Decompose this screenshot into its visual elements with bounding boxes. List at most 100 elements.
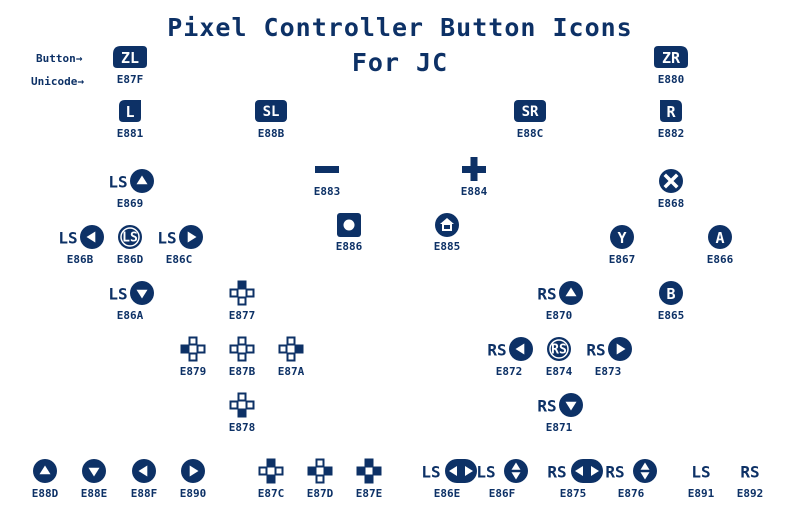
- icon-entry-plus: E884: [439, 154, 509, 200]
- r-bumper-icon: R: [660, 100, 682, 122]
- unicode-label: E892: [736, 487, 764, 500]
- stick-label: LS: [691, 463, 710, 482]
- page-subtitle: For JC: [351, 48, 449, 77]
- unicode-label: E874: [545, 365, 573, 378]
- unicode-label: E88B: [257, 127, 285, 140]
- dpad-all-icon: [356, 458, 382, 484]
- dpad-down-square: [237, 296, 247, 306]
- stick-label: RS: [547, 463, 566, 482]
- x-mark: [663, 173, 679, 189]
- dpad-up-square: [286, 336, 296, 346]
- left-stick-right-icon: LS: [157, 225, 203, 249]
- dpad-left-square: [229, 344, 239, 354]
- unicode-label: E86F: [488, 487, 516, 500]
- legend-unicode-label: Unicode→: [31, 75, 84, 88]
- unicode-label: E88F: [130, 487, 158, 500]
- capture-button-icon: [337, 213, 361, 237]
- unicode-label: E876: [617, 487, 645, 500]
- button-label: A: [715, 229, 724, 247]
- dpad-left-square: [278, 344, 288, 354]
- left-stick-left-right-icon: LS: [421, 459, 477, 483]
- trigger-shape: [654, 46, 688, 68]
- unicode-label: E87C: [257, 487, 285, 500]
- stick-capsule: [445, 459, 477, 483]
- unicode-label: E87D: [306, 487, 334, 500]
- dpad-left-square: [258, 466, 268, 476]
- button-shape: [514, 100, 546, 122]
- unicode-label: E865: [657, 309, 685, 322]
- icon-entry-rs-click: RS E874: [524, 334, 594, 380]
- plus-button-icon: [462, 157, 486, 181]
- stick-label: RS: [740, 463, 759, 482]
- button-label: R: [666, 103, 676, 121]
- l-bumper-icon: L: [119, 100, 141, 122]
- icon-entry-x: E868: [636, 166, 706, 212]
- dpad-down-square: [266, 474, 276, 484]
- left-stick-up-down-icon: LS: [476, 459, 528, 483]
- dpad-left-icon: [180, 336, 206, 362]
- stick-label: RS: [537, 285, 556, 304]
- unicode-label: E890: [179, 487, 207, 500]
- sl-button-icon: SL: [255, 100, 287, 122]
- icon-entry-dpad-lr: E87D: [285, 456, 355, 502]
- up-arrow-icon: [511, 462, 521, 470]
- stick-label: RS: [605, 463, 624, 482]
- icon-entry-ls-click: LS E86D: [95, 222, 165, 268]
- down-arrow-icon: [640, 472, 650, 480]
- dpad-right-square: [245, 288, 255, 298]
- icon-entry-rs-ud: RS E876: [596, 456, 666, 502]
- left-stick-up-icon: LS: [108, 169, 154, 193]
- left-arrow-icon: [138, 465, 148, 477]
- dpad-up-square: [364, 458, 374, 468]
- stick-label: RS: [487, 341, 506, 360]
- bumper-shape: [119, 100, 141, 122]
- right-arrow-icon: [465, 466, 473, 476]
- unicode-label: E883: [313, 185, 341, 198]
- right-stick-right-icon: RS: [586, 337, 632, 361]
- dpad-right-square: [245, 344, 255, 354]
- icon-entry-dpad: E87B: [207, 334, 277, 380]
- a-button-icon: A: [708, 225, 732, 249]
- dpad-up-square: [237, 336, 247, 346]
- unicode-label: E88D: [31, 487, 59, 500]
- capture-dot: [343, 219, 355, 231]
- icon-entry-rs-down: RS E871: [524, 390, 594, 436]
- unicode-label: E891: [687, 487, 715, 500]
- plus-vertical-bar: [470, 157, 478, 181]
- up-arrow-icon: [640, 462, 650, 470]
- unicode-label: E868: [657, 197, 685, 210]
- unicode-label: E86E: [433, 487, 461, 500]
- unicode-label: E886: [335, 240, 363, 253]
- button-label: B: [666, 285, 675, 303]
- left-arrow-icon: [449, 466, 457, 476]
- unicode-label: E87B: [228, 365, 256, 378]
- icon-entry-circle-left: E88F: [109, 456, 179, 502]
- unicode-label: E881: [116, 127, 144, 140]
- dpad-left-right-icon: [307, 458, 333, 484]
- dpad-left-square: [307, 466, 317, 476]
- icon-entry-home: E885: [412, 210, 482, 256]
- button-circle: [708, 225, 732, 249]
- button-label: Y: [617, 229, 626, 247]
- icon-entry-dpad-ud: E87C: [236, 456, 306, 502]
- right-stick-left-icon: RS: [487, 337, 533, 361]
- right-arrow-icon: [189, 465, 199, 477]
- icon-entry-ls-right: LS E86C: [144, 222, 214, 268]
- icon-entry-sl: SL E88B: [236, 96, 306, 142]
- page-title: Pixel Controller Button Icons: [167, 13, 633, 42]
- stick-label: LS: [157, 229, 176, 248]
- stick-label: LS: [476, 463, 495, 482]
- icon-entry-a: A E866: [685, 222, 755, 268]
- dpad-right-square: [294, 344, 304, 354]
- dpad-down-square: [188, 352, 198, 362]
- dpad-down-icon: [229, 392, 255, 418]
- dpad-up-square: [188, 336, 198, 346]
- dpad-right-square: [323, 466, 333, 476]
- icon-entry-rs-lr: RS E875: [538, 456, 608, 502]
- unicode-label: E882: [657, 127, 685, 140]
- left-arrow-icon: [515, 343, 525, 355]
- unicode-label: E88C: [516, 127, 544, 140]
- unicode-label: E88E: [80, 487, 108, 500]
- direction-button-right-icon: [181, 459, 205, 483]
- left-stick-label-icon: LS: [691, 463, 710, 482]
